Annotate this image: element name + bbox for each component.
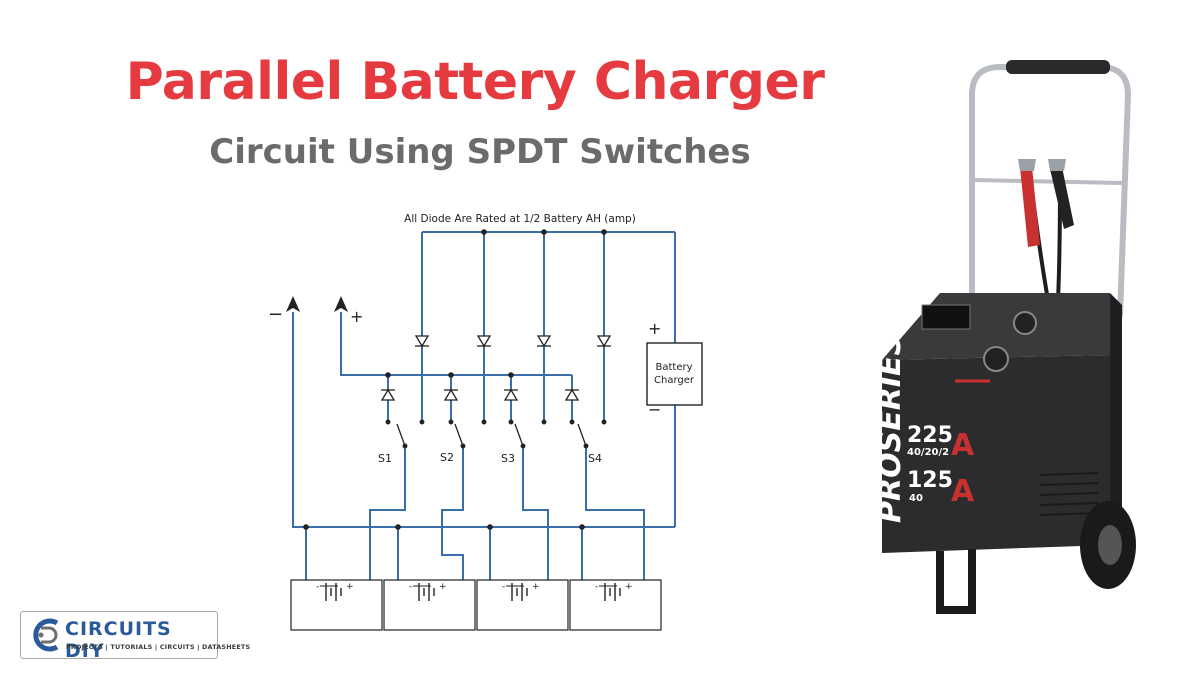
junction-dots (303, 229, 607, 530)
lower-diodes (380, 388, 580, 401)
diagram-note: All Diode Are Rated at 1/2 Battery AH (a… (404, 213, 636, 225)
battery-1: - + (290, 579, 383, 631)
page-subtitle: Circuit Using SPDT Switches (209, 132, 751, 172)
output-minus-label: − (268, 304, 283, 325)
battery-2-minus: - (409, 582, 412, 592)
product-rating-high-sub: 40/20/2 (907, 447, 949, 458)
battery-2-plus: + (439, 582, 447, 592)
battery-1-plus: + (346, 582, 354, 592)
clamp-cables (1018, 159, 1074, 301)
charger-body (882, 293, 1122, 553)
cart-stand-icon (936, 549, 976, 614)
top-diodes (414, 335, 612, 348)
switch-s4 (569, 419, 607, 449)
charger-label-line1: Battery (655, 362, 692, 373)
handle-grip (1006, 60, 1110, 74)
product-rating-low: 125 (907, 468, 953, 493)
circuits-diy-logo-mark-icon (33, 618, 59, 652)
battery-1-minus: - (316, 582, 319, 592)
product-rating-high: 225 (907, 423, 953, 448)
battery-3: - + (476, 579, 569, 631)
logo-name: CIRCUITS DIY (65, 618, 172, 662)
product-rating-high-unit: A (951, 428, 975, 463)
switch-label-s1: S1 (378, 452, 392, 465)
vent-slots (1039, 472, 1099, 516)
switch-label-s4: S4 (588, 452, 602, 465)
product-rating-low-sub: 40 (909, 493, 923, 504)
top-diode-2 (476, 335, 492, 348)
top-diode-3 (536, 335, 552, 348)
switch-common-wire-2 (441, 448, 464, 580)
wiring (292, 231, 676, 580)
battery-2: - + (383, 579, 476, 631)
battery-charger-product-image: PROSERIES 225 A 40/20/2 125 A 40 (873, 60, 1136, 614)
lower-diode-2 (443, 388, 459, 401)
lower-diode-1 (380, 388, 396, 401)
battery-4: - + (569, 579, 662, 631)
switch-s1 (385, 419, 425, 449)
page-title: Parallel Battery Charger (125, 52, 825, 112)
switch-s2 (448, 419, 487, 449)
top-diode-1 (414, 335, 430, 348)
lower-diode-3 (503, 388, 519, 401)
battery-4-plus: + (625, 582, 633, 592)
switch-common-wire-1 (369, 448, 406, 580)
batteries: - + - + - + - + (290, 579, 662, 631)
battery-3-minus: - (502, 582, 505, 592)
top-diode-4 (596, 335, 612, 348)
spdt-switches (385, 419, 607, 449)
logo-tagline: PROJECTS | TUTORIALS | CIRCUITS | DATASH… (66, 643, 251, 651)
battery-3-plus: + (532, 582, 540, 592)
product-brand: PROSERIES (873, 334, 908, 523)
charger-minus-label: − (648, 400, 661, 419)
lower-diode-4 (564, 388, 580, 401)
output-plus-label: + (350, 307, 363, 326)
switch-label-s2: S2 (440, 451, 454, 464)
switch-s3 (508, 419, 547, 449)
output-terminals (286, 296, 348, 312)
battery-charger-box (646, 342, 703, 406)
product-rating-low-unit: A (951, 474, 975, 509)
output-negative-arrow-icon (286, 296, 300, 312)
output-positive-arrow-icon (334, 296, 348, 312)
cart-wheel (1080, 501, 1136, 589)
circuits-diy-logo[interactable]: CIRCUITS DIY PROJECTS | TUTORIALS | CIRC… (20, 611, 250, 662)
cart-handle (969, 64, 1132, 318)
charger-plus-label: + (648, 319, 661, 338)
battery-4-minus: - (595, 582, 598, 592)
output-positive-wire (340, 312, 572, 376)
switch-common-wire-3 (522, 448, 549, 580)
charger-label-line2: Charger (654, 375, 695, 386)
switch-label-s3: S3 (501, 452, 515, 465)
switch-common-wire-4 (585, 448, 645, 580)
